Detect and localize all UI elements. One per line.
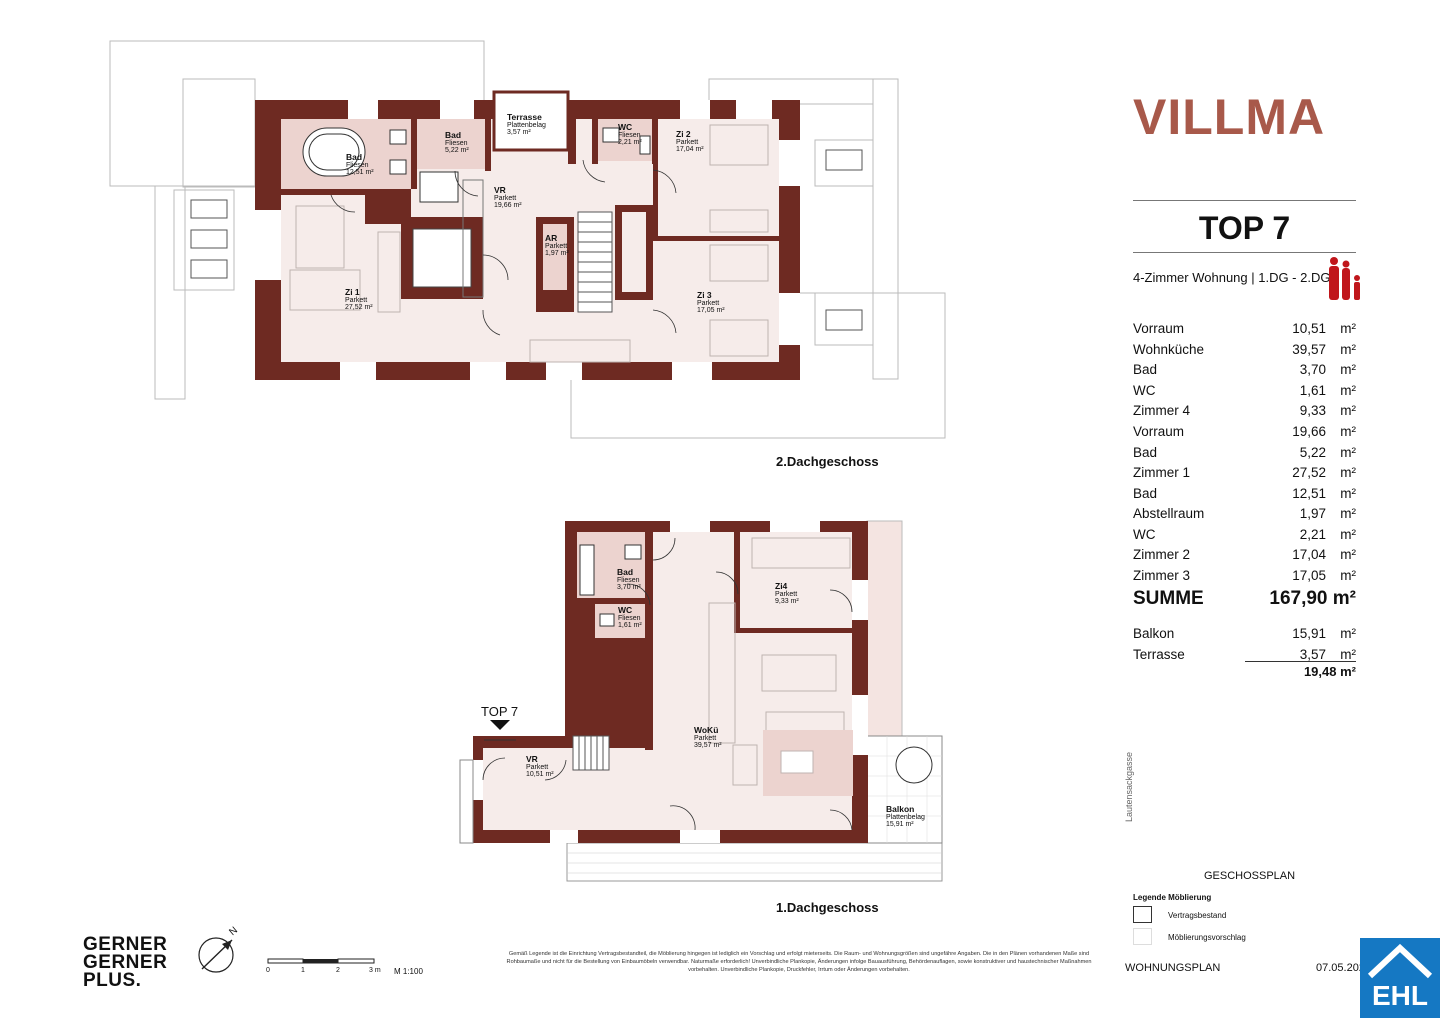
unit-title: TOP 7	[1198, 210, 1291, 246]
room-label-vr-lower: VR Parkett 10,51 m²	[526, 754, 554, 778]
brand-logo: VILLMA	[1133, 89, 1326, 145]
legend-item: Möblierungsvorschlag	[1168, 933, 1246, 942]
room-label-balkon: Balkon Plattenbelag 15,91 m²	[886, 804, 925, 828]
legend-swatch-contract	[1133, 906, 1152, 923]
outdoor-total: 19,48 m²	[1245, 661, 1356, 679]
floor-label-upper: 2.Dachgeschoss	[776, 454, 879, 469]
entrance-label: TOP 7	[481, 704, 519, 719]
scale-bar	[267, 958, 375, 964]
divider	[1133, 200, 1356, 201]
unit-subtitle: 4-Zimmer Wohnung | 1.DG - 2.DG	[1133, 270, 1331, 285]
room-label-terrasse: Terrasse Plattenbelag 3,57 m²	[507, 112, 546, 136]
disclaimer-text: Gemäß Legende ist die Einrichtung Vertra…	[506, 951, 1092, 973]
legend-title: Legende Möblierung	[1133, 893, 1212, 902]
lower-floor-plan	[459, 520, 943, 882]
room-label-bad2: Bad Fliesen 5,22 m²	[445, 130, 469, 154]
scale-tick: 0	[266, 967, 270, 974]
keyplan-label: GESCHOSSPLAN	[1204, 870, 1296, 882]
ehl-logo: EHL	[1360, 938, 1440, 1018]
room-label-woku: WoKü Parkett 39,57 m²	[694, 725, 722, 749]
upper-floor-plan	[109, 40, 946, 439]
entrance-arrow-icon	[490, 720, 510, 730]
room-label-vr-upper: VR Parkett 19,66 m²	[494, 185, 522, 209]
legend-item: Vertragsbestand	[1168, 911, 1227, 920]
room-label-bad-lower: Bad Fliesen 3,70 m²	[617, 567, 641, 591]
house-icon	[1367, 943, 1433, 979]
document-date: 07.05.202	[1316, 962, 1365, 974]
scale-tick: 2	[336, 967, 340, 974]
scale-ratio: M 1:100	[394, 967, 423, 976]
scale-tick: 1	[301, 967, 305, 974]
room-label-ar: AR Parkett 1,97 m²	[545, 233, 569, 257]
north-arrow-icon	[198, 937, 234, 973]
room-label-wc-upper: WC Fliesen 2,21 m²	[618, 122, 642, 146]
floor-label-lower: 1.Dachgeschoss	[776, 900, 879, 915]
document-type: WOHNUNGSPLAN	[1125, 962, 1221, 974]
room-label-wc-lower: WC Fliesen 1,61 m²	[618, 605, 642, 629]
room-label-zi2: Zi 2 Parkett 17,04 m²	[676, 129, 704, 153]
room-label-zi4: Zi4 Parkett 9,33 m²	[775, 581, 799, 605]
room-label-zi3: Zi 3 Parkett 17,05 m²	[697, 290, 725, 314]
floor-plans	[109, 40, 946, 973]
room-label-zi1: Zi 1 Parkett 27,52 m²	[345, 287, 373, 311]
divider	[1133, 252, 1356, 253]
scale-tick: 3 m	[369, 967, 381, 974]
room-label-bad1: Bad Fliesen 12,51 m²	[346, 152, 374, 176]
architect-logo: GERNER GERNER PLUS.	[83, 934, 168, 991]
family-icon	[1329, 257, 1360, 300]
street-label: Lautensackgasse	[1124, 751, 1134, 822]
legend-swatch-suggestion	[1133, 928, 1152, 945]
